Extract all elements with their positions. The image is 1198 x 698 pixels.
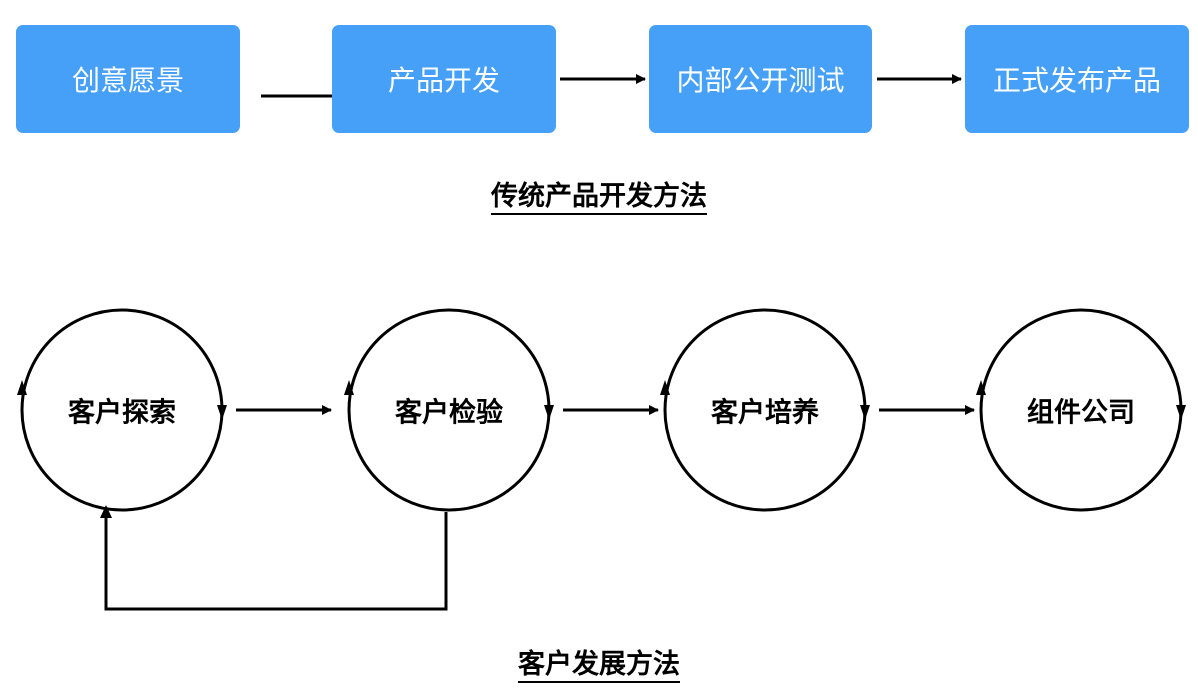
cycle-arrow-up-1 [17,380,27,395]
step-label-development: 产品开发 [387,64,500,97]
stage-label-company: 组件公司 [1027,397,1135,429]
traditional-method-caption-text: 传统产品开发方法 [491,181,707,215]
step-box-vision: 创意愿景 [16,25,240,133]
step-label-launch: 正式发布产品 [992,64,1161,97]
step-box-development: 产品开发 [332,25,556,133]
step-box-launch: 正式发布产品 [965,25,1189,133]
cycle-arrow-up-4 [976,380,986,395]
cycle-arrow-down-1 [217,405,227,420]
cycle-arrow-down-2 [544,405,554,420]
traditional-method-caption: 传统产品开发方法 [0,174,1198,215]
feedback-loop-arrowhead [100,505,112,518]
step-label-vision: 创意愿景 [71,64,184,97]
customer-method-caption-text: 客户发展方法 [518,649,680,683]
cycle-arrow-down-3 [860,405,870,420]
stage-label-validation: 客户检验 [395,397,503,429]
step-box-beta-test: 内部公开测试 [649,25,872,133]
stage-label-creation: 客户培养 [711,397,819,429]
step-label-beta-test: 内部公开测试 [676,64,845,97]
cycle-arrow-down-4 [1176,405,1186,420]
cycle-arrowheads [17,380,1186,420]
cycle-arrow-up-3 [660,380,670,395]
customer-method-caption: 客户发展方法 [0,642,1198,683]
feedback-loop-validation-to-discovery [104,512,448,611]
stage-label-discovery: 客户探索 [68,397,176,429]
cycle-arrow-up-2 [344,380,354,395]
